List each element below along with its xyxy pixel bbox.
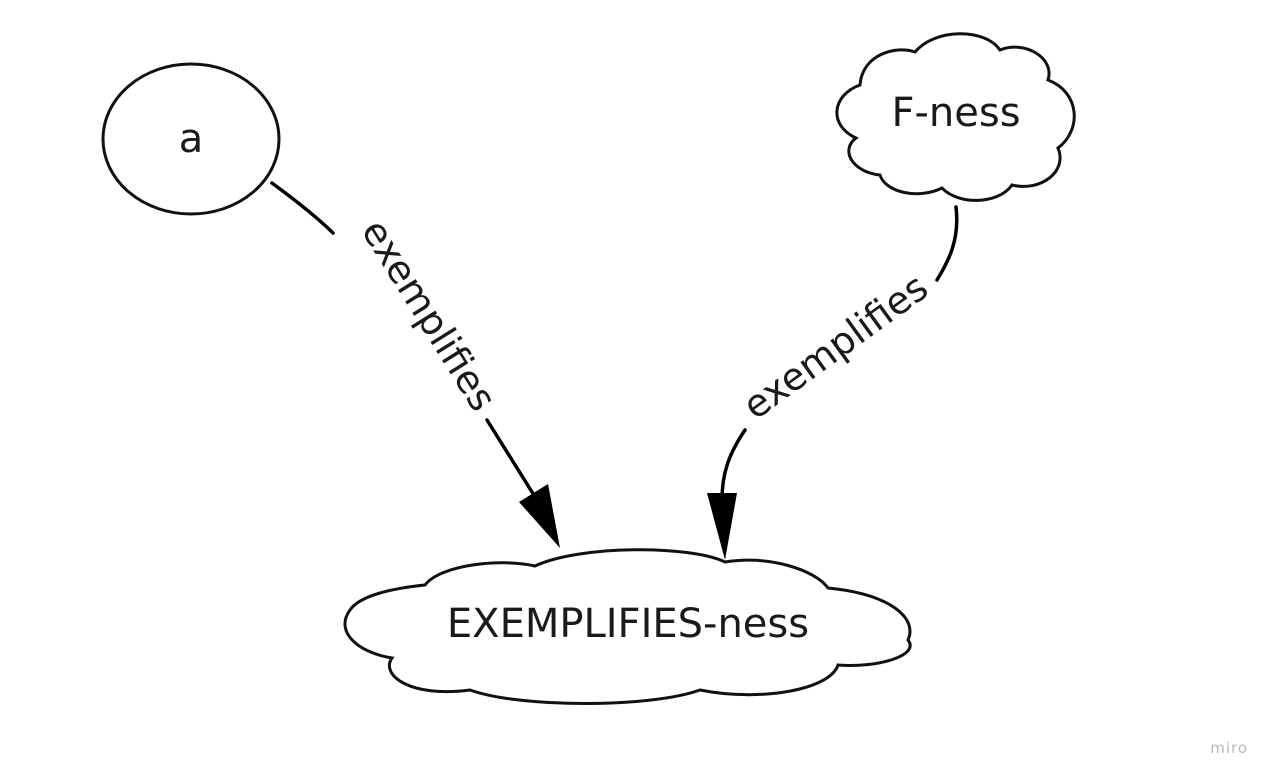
edge-line-segment: [935, 205, 959, 282]
arrowhead: [519, 484, 560, 548]
edge-line-segment: [485, 418, 539, 502]
edge-line-segment: [270, 181, 335, 235]
arrowhead: [707, 493, 737, 560]
node-f-ness-label: F-ness: [891, 90, 1020, 136]
node-f-ness[interactable]: F-ness: [835, 32, 1076, 202]
node-exemplifies-ness[interactable]: EXEMPLIFIES-ness: [343, 548, 912, 705]
node-a[interactable]: a: [101, 62, 281, 216]
edge-line-segment: [720, 428, 747, 502]
edge-label: exemplifies: [353, 212, 505, 419]
edge-label: exemplifies: [735, 265, 936, 428]
node-exemplifies-ness-label: EXEMPLIFIES-ness: [447, 601, 809, 647]
node-exemplifies-ness-shape: [343, 548, 912, 705]
node-a-shape: [101, 62, 281, 216]
node-a-label: a: [179, 116, 204, 162]
miro-watermark: miro: [1210, 739, 1248, 757]
edge-f-ness-to-exemplifies-ness[interactable]: exemplifies: [707, 205, 959, 560]
node-f-ness-shape: [835, 32, 1076, 202]
edge-a-to-exemplifies-ness[interactable]: exemplifies: [270, 181, 560, 548]
